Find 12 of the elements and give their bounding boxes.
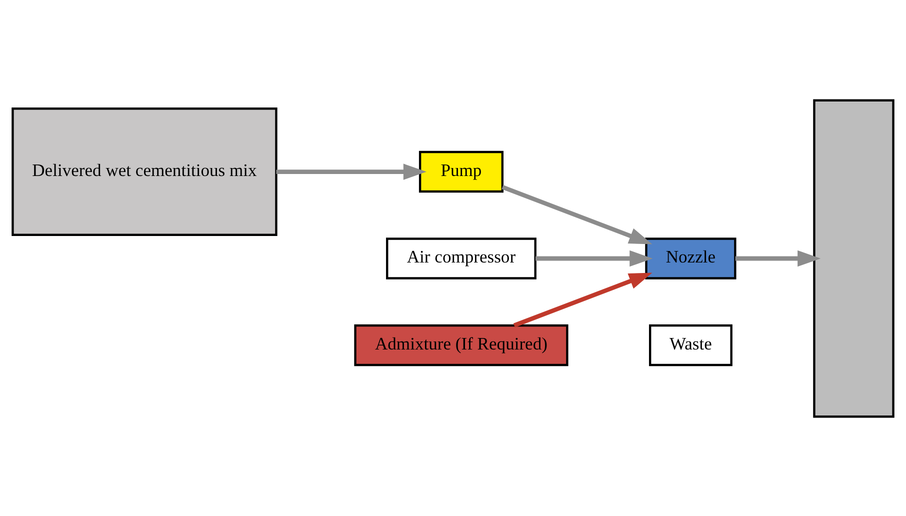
node-box: Waste: [648, 324, 732, 366]
node-box: [813, 98, 894, 418]
node-box: Admixture (If Required): [354, 324, 568, 366]
node-box: Delivered wet cementitious mix: [12, 107, 278, 236]
arrow: [276, 163, 427, 180]
node-box: Pump: [418, 150, 504, 192]
arrow: [502, 184, 652, 244]
arrow: [513, 272, 652, 327]
arrow: [735, 250, 821, 266]
node-box: Nozzle: [645, 237, 736, 279]
node-box: Air compressor: [386, 237, 536, 279]
arrow: [536, 250, 653, 266]
